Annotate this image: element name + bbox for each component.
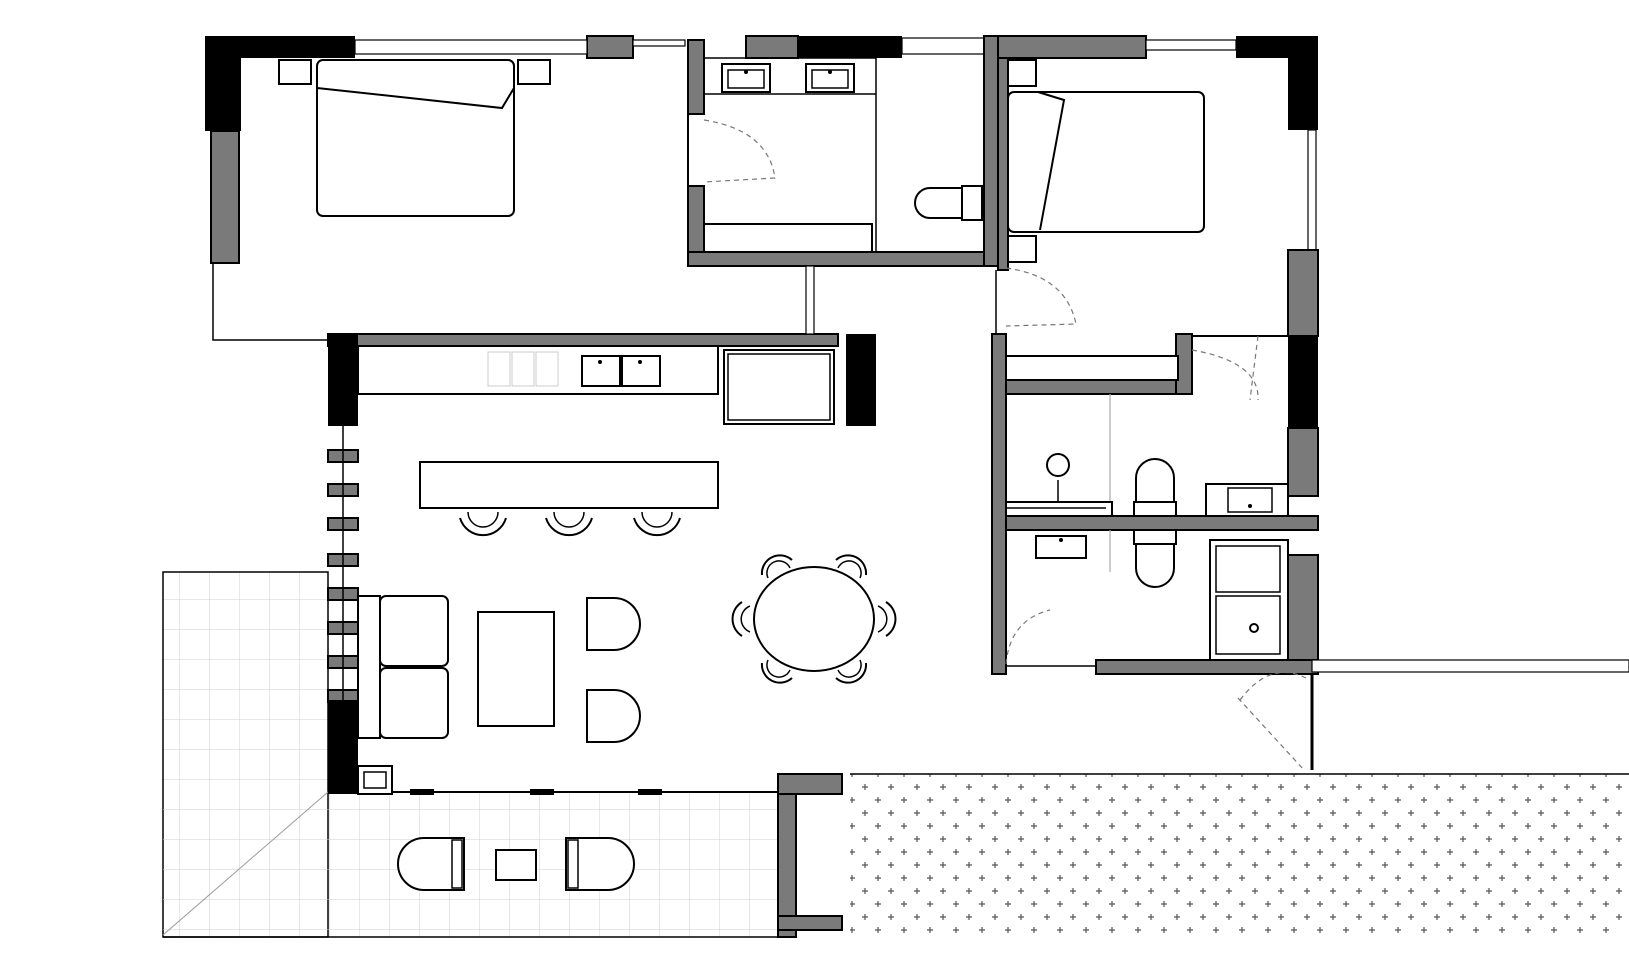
wall-east-grey-1 [1287, 249, 1319, 337]
terrace-chair-left [397, 837, 465, 891]
wall-terrace-bottom [777, 915, 843, 931]
bedroom2-bed-sheet [1037, 91, 1066, 231]
washing-machine [1215, 545, 1281, 593]
wall-kitchen-nw [328, 334, 358, 426]
wall-terrace-top [777, 773, 843, 795]
kitchen-pantry [723, 349, 835, 425]
bedroom1-bed [316, 59, 515, 217]
cooktop-burner-2 [511, 351, 535, 387]
kitchen-island [419, 461, 719, 509]
gate-swing [1239, 671, 1307, 701]
wall-bath2-north [1005, 379, 1193, 395]
dining-area [731, 554, 897, 684]
wall-east-dark [1288, 336, 1318, 428]
bedroom1-nightstand-left [278, 59, 312, 85]
terrace-area [162, 571, 778, 938]
bath1-door-swing [703, 119, 776, 183]
bar-stools [459, 511, 681, 537]
wall-kitchen-ne [846, 334, 876, 426]
bath2-basin-bottom [1035, 535, 1087, 559]
bath2-vanity-top [1205, 483, 1289, 517]
wall-kitchen-north [327, 333, 839, 347]
wall-bath2-west [991, 333, 1007, 675]
dining-table [753, 566, 875, 672]
cooktop-burner-1 [487, 351, 511, 387]
living-west-piers [327, 426, 359, 703]
kitchen [357, 345, 835, 537]
wall-nw-top [205, 36, 355, 58]
bedroom2-nightstand-top [1007, 59, 1037, 87]
wall-top-grey-1 [586, 35, 634, 59]
bath2-basin-top [1005, 453, 1113, 517]
window-bath-top [901, 37, 985, 55]
east-fence [1311, 659, 1629, 673]
fireplace-box [357, 765, 393, 795]
cooktop-burner-3 [535, 351, 559, 387]
bar-stool-3 [633, 517, 681, 537]
bath2-toilet-top [1133, 458, 1177, 517]
wall-top-dark-bath [798, 36, 902, 58]
living-room [357, 595, 641, 743]
wall-east-grey-2 [1287, 427, 1319, 497]
window-top-small [632, 39, 686, 47]
terrace-diagonal [162, 791, 329, 936]
window-east [1307, 129, 1317, 251]
kitchen-sink-left [581, 355, 621, 387]
wall-bath2-mid [1005, 515, 1319, 531]
window-top-bedroom-1 [354, 39, 588, 55]
bar-stool-1 [459, 517, 507, 537]
bath1-shower-bench [703, 223, 873, 253]
bath2-toilet-bottom [1133, 529, 1177, 588]
bath2-door-swing [1191, 349, 1259, 401]
wall-bath1-west-top [687, 39, 705, 115]
bedroom1-bed-sheet [316, 87, 515, 110]
laundry-cabinet [1209, 539, 1289, 661]
bar-stool-2 [545, 517, 593, 537]
wall-west-grey [210, 130, 240, 264]
wall-east-grey-3 [1287, 554, 1319, 664]
bath1-door-frame [805, 265, 815, 335]
bedroom1-nightstand-right [517, 59, 551, 85]
bath2-lower-door-swing [1005, 609, 1051, 665]
bedroom-1 [278, 59, 551, 217]
wall-top-grey-3 [983, 35, 1147, 59]
kitchen-counter [357, 345, 719, 395]
wall-top-grey-2 [745, 35, 799, 59]
front-terrace-tiles [163, 792, 778, 937]
terrace-furniture [397, 837, 635, 891]
wall-terrace-post [777, 773, 797, 938]
coffee-table [477, 611, 555, 727]
armchair-1 [586, 597, 641, 651]
bedroom2-bed [1007, 91, 1205, 233]
wall-nw-corner [205, 36, 241, 131]
bathroom-2 [1005, 335, 1307, 771]
sofa [357, 595, 449, 739]
window-west [212, 263, 330, 341]
dining-chairs [731, 554, 897, 684]
wall-ne-corner [1288, 36, 1318, 130]
bathroom-1 [687, 57, 983, 221]
terrace-chair-right [565, 837, 635, 891]
dryer [1215, 595, 1281, 655]
bath2-counter-bench [1005, 355, 1179, 381]
window-top-bedroom-2 [1145, 39, 1237, 51]
bath1-toilet [914, 185, 983, 221]
interior-walls [687, 35, 1629, 770]
wall-bath1-south [687, 251, 993, 267]
exterior-walls [205, 35, 1319, 938]
wall-bath1-east [983, 35, 999, 267]
armchair-2 [586, 689, 641, 743]
wall-living-sw [328, 700, 358, 794]
bedroom-2 [1000, 59, 1205, 327]
terrace-side-table [495, 849, 537, 881]
wall-bedroom2-west [997, 57, 1009, 271]
gravel-area [850, 774, 1629, 937]
bedroom2-nightstand-bottom [1007, 235, 1037, 263]
fireplace-inner [363, 771, 387, 789]
bedroom2-door-swing [1005, 267, 1077, 327]
